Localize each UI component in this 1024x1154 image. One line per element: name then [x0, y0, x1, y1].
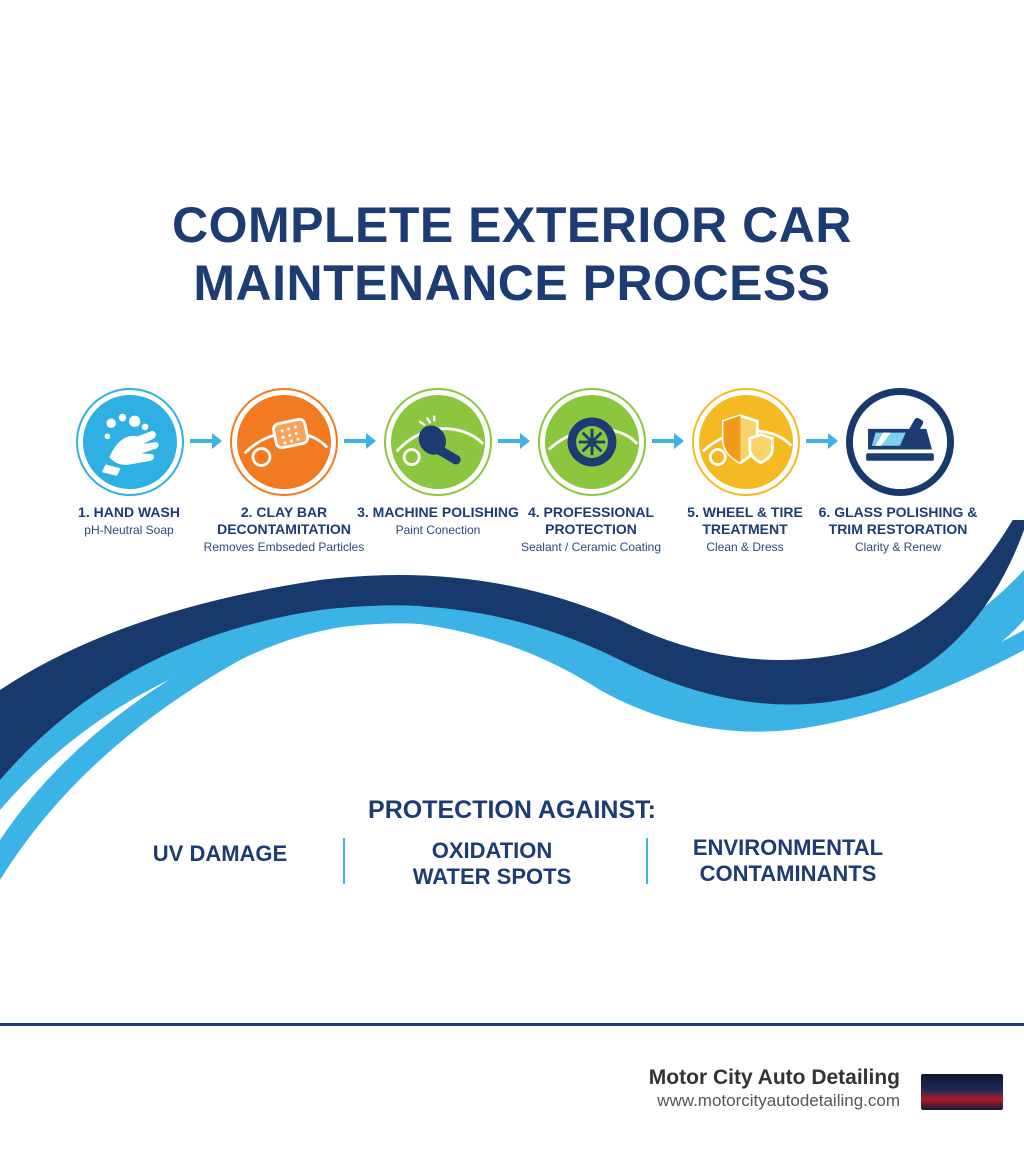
decorative-wave [0, 520, 1024, 880]
glass-squeegee-icon [848, 390, 952, 494]
protection-item-line: OXIDATION [431, 838, 553, 863]
brand-logo [921, 1074, 1003, 1110]
step-2-subtitle: Removes Embseded Particles [203, 540, 365, 554]
step-1-text: 1. HAND WASH pH-Neutral Soap [44, 504, 214, 538]
arrow-right-icon [650, 430, 686, 452]
step-4-title: 4. PROFESSIONAL PROTECTION [527, 504, 655, 537]
step-5-subtitle: Clean & Dress [706, 540, 784, 554]
protection-item-oxidation: OXIDATION WATER SPOTS [392, 838, 592, 890]
brand-url: www.motorcityautodetailing.com [657, 1091, 900, 1110]
footer-rule [0, 1023, 1024, 1026]
step-3-subtitle: Paint Conection [395, 523, 481, 537]
shield-icon [694, 390, 798, 494]
step-6-title: 6. GLASS POLISHING & TRIM RESTORATION [818, 504, 978, 537]
step-6-subtitle: Clarity & Renew [854, 540, 942, 554]
tire-icon [540, 390, 644, 494]
step-3-text: 3. MACHINE POLISHING Paint Conection [353, 504, 523, 538]
arrow-right-icon [496, 430, 532, 452]
step-4-subtitle: Sealant / Ceramic Coating [520, 540, 662, 554]
step-3-title: 3. MACHINE POLISHING [357, 504, 519, 520]
divider [343, 838, 345, 884]
protection-item-environmental: ENVIRONMENTAL CONTAMINANTS [676, 835, 900, 887]
step-5-title: 5. WHEEL & TIRE TREATMENT [687, 504, 803, 537]
step-6-text: 6. GLASS POLISHING & TRIM RESTORATION Cl… [813, 504, 983, 555]
protection-item-line: WATER SPOTS [412, 864, 572, 889]
step-1-subtitle: pH-Neutral Soap [84, 523, 174, 537]
polisher-icon [386, 390, 490, 494]
brand-name: Motor City Auto Detailing [648, 1066, 900, 1089]
step-2-title: 2. CLAY BAR DECONTAMITATION [217, 504, 351, 537]
step-1-title: 1. HAND WASH [78, 504, 180, 520]
protection-item-line: UV DAMAGE [152, 841, 288, 866]
title-line-2: MAINTENANCE PROCESS [193, 255, 831, 311]
protection-item-line: ENVIRONMENTAL [692, 835, 884, 860]
arrow-right-icon [342, 430, 378, 452]
step-4-text: 4. PROFESSIONAL PROTECTION Sealant / Cer… [506, 504, 676, 555]
arrow-right-icon [804, 430, 840, 452]
clay-bar-icon [232, 390, 336, 494]
step-2-text: 2. CLAY BAR DECONTAMITATION Removes Embs… [199, 504, 369, 555]
title-line-1: COMPLETE EXTERIOR CAR [172, 197, 852, 253]
page-title: COMPLETE EXTERIOR CAR MAINTENANCE PROCES… [0, 196, 1024, 312]
protection-heading: PROTECTION AGAINST: [368, 796, 656, 824]
step-5-text: 5. WHEEL & TIRE TREATMENT Clean & Dress [660, 504, 830, 555]
divider [646, 838, 648, 884]
hand-wash-icon [78, 390, 182, 494]
protection-item-line: CONTAMINANTS [699, 861, 877, 886]
protection-item-uv: UV DAMAGE [120, 841, 320, 867]
arrow-right-icon [188, 430, 224, 452]
